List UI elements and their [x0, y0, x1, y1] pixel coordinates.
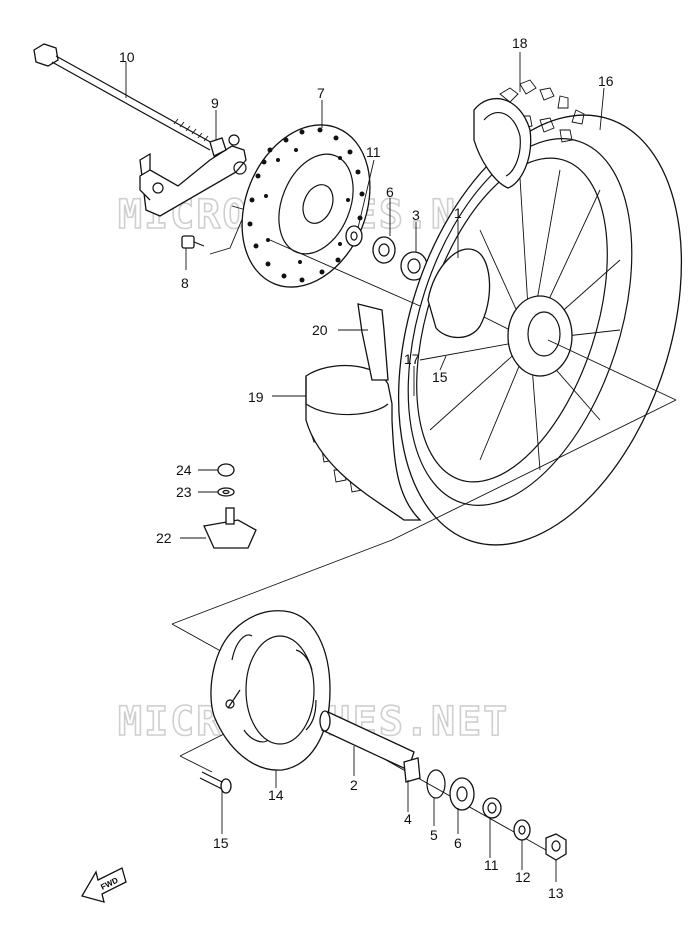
callout-13: 13	[548, 885, 564, 901]
oil-seal-6-upper-part	[372, 236, 396, 264]
washer-12-part	[513, 819, 531, 841]
callout-15: 15	[213, 835, 229, 851]
callout-9: 9	[211, 95, 219, 111]
sprocket-14-part	[210, 610, 331, 771]
bolt-8-part	[181, 235, 205, 249]
callout-10: 10	[119, 49, 135, 65]
callout-16: 15	[432, 369, 448, 385]
nut-13-part	[545, 833, 567, 861]
nut-24-part	[217, 463, 235, 477]
callout-4: 4	[404, 811, 412, 827]
callout-22: 22	[156, 530, 172, 546]
bearing-4-part	[403, 757, 421, 783]
callout-21: 20	[312, 322, 328, 338]
callout-1: 1	[454, 205, 462, 221]
fwd-arrow-icon: FWD	[81, 867, 127, 903]
spacer-11-lower-part	[482, 797, 502, 819]
callout-20: 19	[248, 389, 264, 405]
axle-part	[33, 43, 215, 151]
callout-5: 5	[430, 827, 438, 843]
bolt-15-part	[199, 771, 232, 794]
callout-11-upper: 11	[366, 144, 381, 160]
chain-adjuster-part	[139, 134, 247, 255]
rim-band-21-part	[357, 303, 389, 381]
circlip-5-part	[426, 769, 446, 799]
callout-2: 2	[350, 777, 358, 793]
callout-18: 17	[404, 351, 420, 367]
rim-strip-19-part	[473, 97, 532, 189]
callout-3: 3	[412, 207, 420, 223]
wheel-hub-1-part	[427, 248, 573, 377]
callout-12: 12	[515, 869, 531, 885]
callout-7: 7	[317, 85, 325, 101]
tube-20-part	[305, 364, 422, 521]
callout-11-lower: 11	[484, 857, 499, 873]
callout-labels: 10 9 7 11 6 3 1 8 18 16 20 17 15 19 24 2…	[119, 35, 614, 901]
brake-disc-part	[241, 124, 371, 288]
oil-seal-6-lower-part	[449, 777, 475, 811]
callout-17: 16	[598, 73, 614, 89]
callout-24: 24	[176, 462, 192, 478]
callout-6-upper: 6	[386, 184, 394, 200]
callout-19: 18	[512, 35, 528, 51]
callout-8: 8	[181, 275, 189, 291]
bearing-3-part	[400, 251, 428, 281]
callout-14: 14	[268, 787, 284, 803]
washer-23-part	[217, 487, 235, 497]
callout-23: 23	[176, 484, 192, 500]
leader-lines	[125, 52, 605, 882]
callout-6-lower: 6	[454, 835, 462, 851]
spacer-11-upper-part	[345, 225, 363, 247]
rim-lock-22-part	[203, 507, 257, 549]
